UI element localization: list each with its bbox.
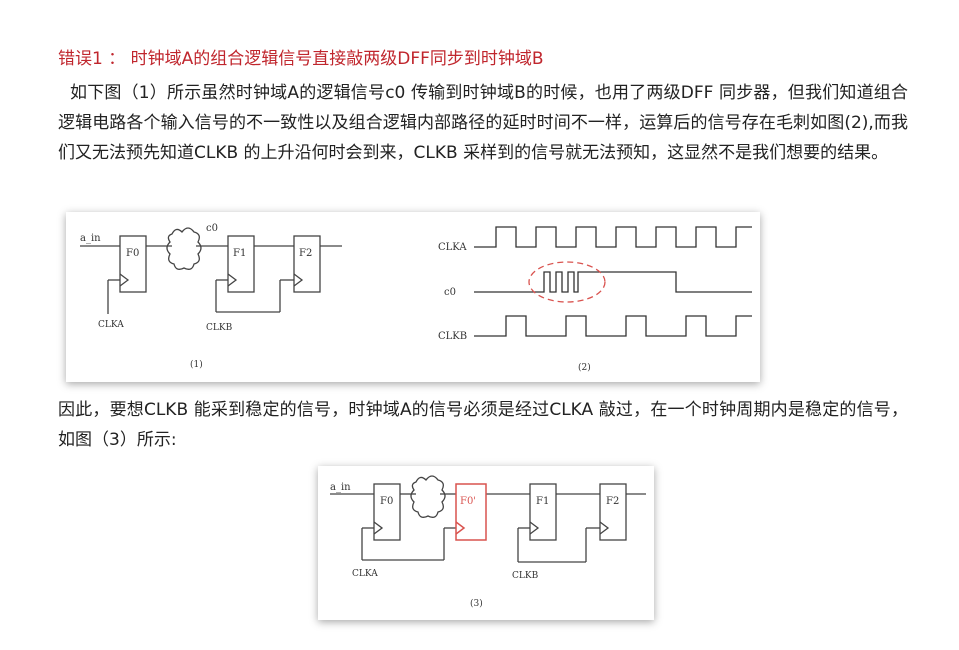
flipflop-f0: [119, 235, 147, 293]
label-c0: c0: [206, 223, 218, 234]
circuit-diagram-1: [80, 227, 342, 314]
label-f0: F0: [126, 248, 139, 259]
figure-1-2-svg: a_in c0 F0 F1 F2 CLKA CLKB (1) CLKA c0 C…: [80, 223, 752, 373]
label-f2: F2: [299, 248, 312, 259]
flipflop-f0-prime: [455, 483, 487, 541]
flipflop-f1: [529, 483, 557, 541]
label-clkb: CLKB: [206, 323, 233, 333]
waveform-clkb: [474, 315, 752, 337]
wave-label-clkb: CLKB: [438, 331, 467, 342]
comb-logic-cloud: [410, 475, 446, 518]
flipflop-f2: [599, 483, 627, 541]
waveform-clka: [474, 226, 752, 248]
label-f2: F2: [606, 496, 619, 507]
label-clka: CLKA: [352, 569, 378, 579]
label-a-in: a_in: [330, 482, 351, 493]
waveform-diagram: [474, 226, 752, 337]
figure-1-and-2: a_in c0 F0 F1 F2 CLKA CLKB (1) CLKA c0 C…: [66, 212, 760, 382]
label-clkb: CLKB: [512, 571, 539, 581]
label-a-in: a_in: [80, 233, 101, 244]
flipflop-f2: [293, 235, 321, 293]
caption-3: (3): [470, 598, 483, 609]
circuit-diagram-3: [330, 475, 646, 563]
label-f0: F0: [380, 496, 393, 507]
caption-2: (2): [578, 362, 591, 373]
glitch-highlight-ellipse: [528, 261, 606, 303]
section-heading: 错误1 ： 时钟域A的组合逻辑信号直接敲两级DFF同步到时钟域B: [58, 49, 544, 69]
caption-1: (1): [190, 359, 203, 370]
paragraph-1: 如下图（1）所示虽然时钟域A的逻辑信号c0 传输到时钟域B的时候，也用了两级DF…: [58, 83, 908, 163]
wave-label-clka: CLKA: [438, 242, 467, 253]
flipflop-f1: [227, 235, 255, 293]
comb-logic-cloud: [166, 227, 202, 270]
label-f0-prime: F0': [460, 496, 476, 507]
flipflop-f0: [373, 483, 401, 541]
label-f1: F1: [536, 496, 549, 507]
wave-label-c0: c0: [444, 287, 456, 298]
paragraph-2: 因此，要想CLKB 能采到稳定的信号，时钟域A的信号必须是经过CLKA 敲过，在…: [58, 400, 908, 450]
figure-3: a_in F0 F0' F1 F2 CLKA CLKB (3): [318, 466, 654, 620]
label-clka: CLKA: [98, 320, 124, 330]
label-f1: F1: [233, 248, 246, 259]
figure-3-svg: a_in F0 F0' F1 F2 CLKA CLKB (3): [330, 475, 646, 609]
waveform-c0: [474, 271, 752, 293]
